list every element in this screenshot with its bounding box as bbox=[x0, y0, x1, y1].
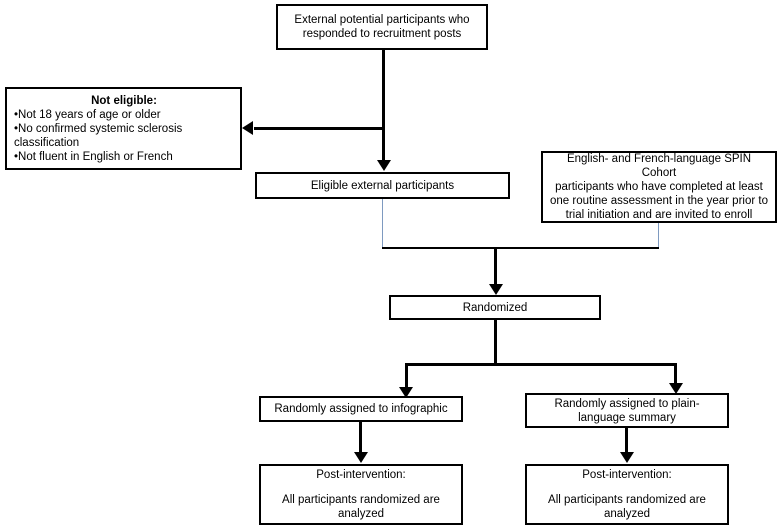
node-post-intervention-plain-language-line-3: analyzed bbox=[603, 508, 651, 520]
node-post-intervention-infographic-line-1: Post-intervention: bbox=[316, 469, 406, 481]
node-external-potential-participants-line-2: responded to recruitment posts bbox=[302, 28, 462, 40]
node-spin-cohort-participants-line-2: participants who have completed at least bbox=[555, 181, 763, 193]
node-arm-plain-language-line-2: language summary bbox=[578, 411, 676, 424]
node-not-eligible-item-2-cont: classification bbox=[14, 137, 80, 149]
node-arm-infographic-line-1: Randomly assigned to infographic bbox=[274, 403, 448, 415]
connector-external-to-eligible bbox=[382, 50, 385, 163]
node-external-potential-participants: External potential participants who resp… bbox=[276, 4, 488, 50]
node-post-intervention-infographic-line-3: analyzed bbox=[337, 508, 385, 520]
node-post-intervention-plain-language-line-2: All participants randomized are bbox=[548, 494, 706, 506]
connector-to-arm-plain-language bbox=[674, 363, 677, 386]
node-spin-cohort-participants-line-3: one routine assessment in the year prior… bbox=[550, 195, 768, 207]
node-randomized-line-1: Randomized bbox=[462, 301, 528, 314]
node-not-eligible-heading: Not eligible: bbox=[91, 95, 157, 107]
node-spin-cohort-participants-line-4: trial initiation and are invited to enro… bbox=[565, 209, 753, 221]
node-not-eligible-item-2: •No confirmed systemic sclerosis bbox=[14, 123, 183, 135]
arrowhead-to-arm-infographic bbox=[399, 387, 413, 398]
arrowhead-external-to-eligible bbox=[377, 160, 391, 171]
arrowhead-bracket-to-randomized bbox=[489, 284, 503, 295]
connector-to-arm-infographic bbox=[405, 363, 408, 390]
connector-arm-infographic-to-post bbox=[359, 422, 362, 455]
connector-to-not-eligible bbox=[254, 127, 384, 130]
node-arm-plain-language: Randomly assigned to plain- language sum… bbox=[525, 393, 729, 428]
node-post-intervention-plain-language: Post-intervention: All participants rand… bbox=[525, 464, 729, 525]
bracket-left-drop bbox=[382, 199, 383, 248]
connector-randomized-split bbox=[405, 363, 677, 366]
connector-arm-plain-language-to-post bbox=[625, 428, 628, 455]
bracket-right-drop bbox=[658, 223, 659, 248]
node-external-potential-participants-line-1: External potential participants who bbox=[294, 14, 470, 26]
node-not-eligible-item-3: •Not fluent in English or French bbox=[14, 151, 173, 163]
node-arm-infographic: Randomly assigned to infographic bbox=[259, 396, 463, 422]
node-not-eligible-item-1: •Not 18 years of age or older bbox=[14, 109, 161, 121]
connector-bracket-to-randomized bbox=[494, 248, 497, 287]
arrowhead-to-not-eligible bbox=[242, 121, 253, 135]
arrowhead-arm-infographic-to-post bbox=[354, 452, 368, 463]
node-spin-cohort-participants: English- and French-language SPIN Cohort… bbox=[541, 151, 777, 223]
bracket-horizontal-join bbox=[382, 247, 659, 249]
node-post-intervention-infographic: Post-intervention: All participants rand… bbox=[259, 464, 463, 525]
node-eligible-external-participants: Eligible external participants bbox=[255, 172, 510, 199]
node-eligible-external-participants-line-1: Eligible external participants bbox=[310, 179, 455, 192]
connector-randomized-stem bbox=[494, 320, 497, 364]
node-spin-cohort-participants-line-1: English- and French-language SPIN Cohort bbox=[566, 153, 752, 179]
arrowhead-arm-plain-language-to-post bbox=[620, 452, 634, 463]
node-post-intervention-plain-language-line-1: Post-intervention: bbox=[582, 469, 672, 481]
node-not-eligible: Not eligible: •Not 18 years of age or ol… bbox=[5, 87, 242, 170]
arrowhead-to-arm-plain-language bbox=[669, 383, 683, 394]
node-arm-plain-language-line-1: Randomly assigned to plain- bbox=[554, 397, 700, 410]
node-post-intervention-infographic-line-2: All participants randomized are bbox=[282, 494, 440, 506]
node-randomized: Randomized bbox=[389, 295, 601, 320]
